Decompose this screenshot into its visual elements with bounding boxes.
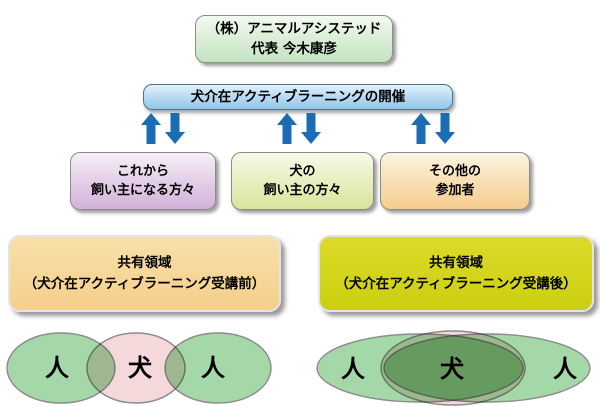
venn-diagrams [6, 330, 591, 406]
shared-area-title: 共有領域 [117, 255, 172, 272]
arrow-pair-right [411, 113, 455, 144]
arrow-pair-center [277, 113, 321, 144]
venn-before-human-label: 人 [45, 353, 69, 382]
venn-before-human-label: 人 [201, 353, 225, 382]
down-arrow-icon [165, 113, 185, 144]
shared-area-subtitle: （犬介在アクティブラーニング受講前） [23, 275, 266, 292]
representative-name: 代表 今木康彦 [251, 41, 337, 57]
venn-after-human-label: 人 [553, 354, 577, 383]
participant-label: その他の [428, 163, 481, 179]
event-label: 犬介在アクティブラーニングの開催 [190, 88, 406, 105]
venn-before-dog-label: 犬 [128, 353, 152, 382]
human-ellipse [383, 333, 591, 403]
venn-after [316, 330, 591, 406]
human-ellipse [164, 332, 272, 404]
participant-label: 参加者 [435, 183, 475, 198]
participant-label: これから [116, 163, 169, 179]
event-banner: 犬介在アクティブラーニングの開催 [143, 84, 453, 110]
venn-before [6, 332, 272, 404]
shared-area-box-before: 共有領域 （犬介在アクティブラーニング受講前） [8, 235, 281, 312]
organization-name: （株）アニマルアシステッド [206, 20, 382, 37]
up-arrow-icon [277, 113, 297, 144]
participant-label: 飼い主になる方々 [90, 183, 195, 198]
up-arrow-icon [141, 113, 161, 144]
participant-box-others: その他の 参加者 [380, 152, 530, 210]
down-arrow-icon [435, 113, 455, 144]
arrow-pair-left [141, 113, 185, 144]
venn-after-human-label: 人 [341, 354, 365, 383]
participant-label: 犬の [289, 163, 316, 179]
participant-box-dog-owners: 犬の 飼い主の方々 [231, 152, 374, 210]
participant-label: 飼い主の方々 [263, 183, 342, 198]
shared-area-title: 共有領域 [429, 255, 483, 272]
human-ellipse [6, 332, 116, 404]
up-arrow-icon [411, 113, 431, 144]
organization-box: （株）アニマルアシステッド 代表 今木康彦 [195, 15, 393, 63]
venn-after-dog-label: 犬 [440, 354, 464, 383]
down-arrow-icon [301, 113, 321, 144]
participant-box-future-owners: これから 飼い主になる方々 [70, 152, 216, 210]
shared-area-box-after: 共有領域 （犬介在アクティブラーニング受講後） [318, 235, 594, 312]
shared-area-subtitle: （犬介在アクティブラーニング受講後） [335, 275, 577, 292]
